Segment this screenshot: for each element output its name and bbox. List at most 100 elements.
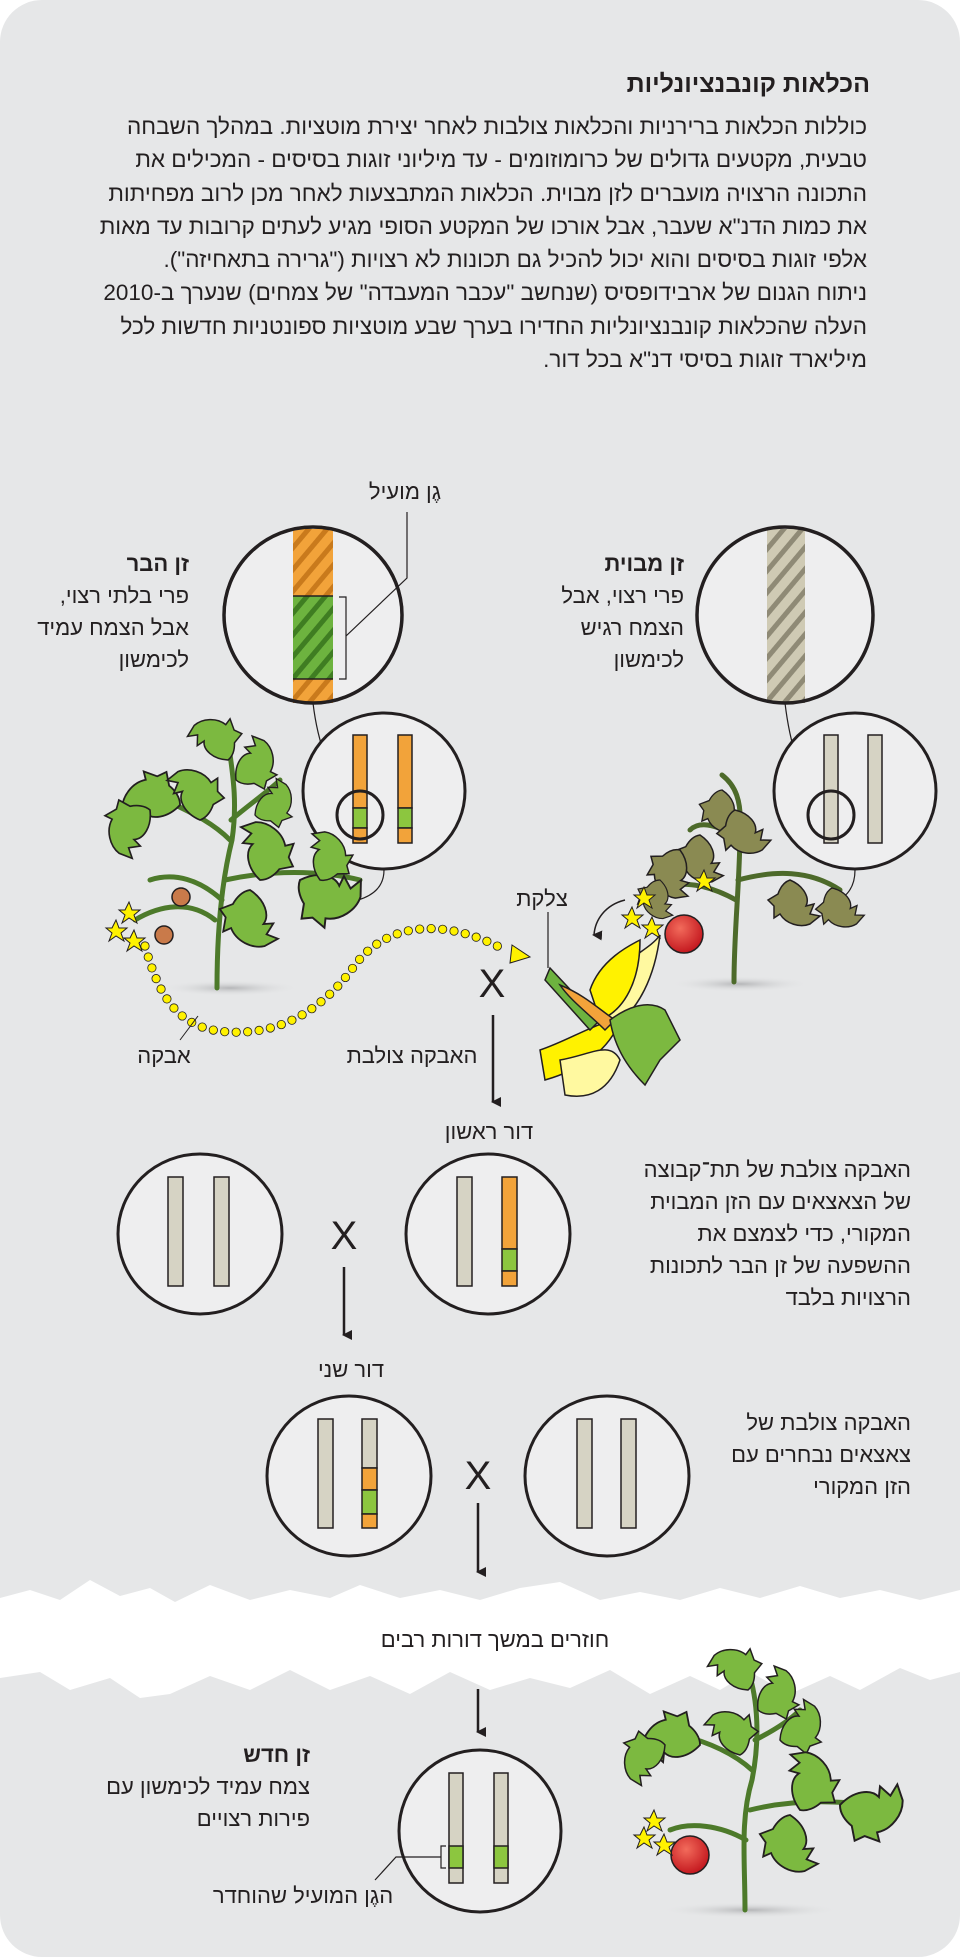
pollen-dot: [197, 1022, 207, 1032]
domestic-chromosome-circle: [772, 711, 938, 871]
pollen-dot: [438, 924, 448, 934]
note-line: הרצויות בלבד: [785, 1285, 911, 1310]
intro-paragraph: כוללות הכלאות ברירניות והכלאות צולבות לא…: [80, 110, 867, 376]
pollen-dot: [372, 939, 382, 949]
domestic-variety-caption: זן מבוית פרי רצוי, אבל הצמח רגיש לכימשון: [561, 548, 684, 676]
pollen-dot: [265, 1023, 275, 1033]
gen2-hybrid-circle: [265, 1394, 433, 1558]
repeat-generations-label: חוזרים במשך דורות רבים: [380, 1627, 610, 1652]
pollen-dot: [460, 929, 470, 939]
note-line: צאצאים נבחרים עם: [731, 1442, 911, 1467]
beneficial-gene-bracket: [339, 512, 408, 680]
note-line: האבקה צולבת של תת־קבוצה: [643, 1157, 911, 1182]
pollen-dot: [347, 963, 358, 974]
pollen-arrowhead-icon: [509, 944, 532, 964]
pollen-dot: [492, 941, 502, 951]
domestic-variety-line: לכימשון: [613, 647, 684, 672]
pollen-dot: [340, 972, 351, 983]
note-line: של הצאצאים עם הזן המבוית: [650, 1189, 911, 1214]
pollen-dot: [231, 1027, 241, 1037]
intro-line: ניתוח הגנום של ארבידופסיס (שנחשב "עכבר ה…: [103, 280, 867, 306]
pollen-dot: [151, 974, 161, 984]
pollen-dot: [169, 1003, 179, 1013]
pollen-dot: [147, 963, 157, 973]
pollen-dot: [220, 1027, 230, 1037]
pollen-dot: [333, 981, 343, 991]
tomato-flower: [539, 934, 681, 1097]
wild-variety-line: לכימשון: [118, 647, 189, 672]
pollen-dot: [403, 926, 413, 936]
domestic-variety-line: הצמח רגיש: [580, 615, 684, 640]
gen2-domestic-circle: [523, 1394, 691, 1558]
new-variety-line: צמח עמיד לכימשון עם: [106, 1774, 310, 1799]
introduced-gene-label: הגֶן המועיל שהוחדר: [212, 1883, 394, 1908]
pollen-dot: [325, 989, 335, 999]
pollen-dot: [382, 933, 392, 943]
domestic-variety-line: פרי רצוי, אבל: [561, 583, 684, 608]
gen1-hybrid-circle: [404, 1152, 572, 1316]
intro-line: אלפי זוגות בסיסים והוא יכול להכיל גם תכו…: [163, 247, 867, 273]
gen1-domestic-circle: [116, 1152, 284, 1316]
stigma-label: צלקת: [516, 886, 568, 911]
arrows: [342, 1015, 501, 1737]
pollen-dot: [354, 954, 365, 964]
new-variety-tomato-plant: [613, 1638, 910, 1918]
pollen-dot: [243, 1027, 253, 1037]
pollen-dot: [297, 1010, 307, 1020]
cross-symbol: X: [478, 962, 506, 1006]
wild-dna-zoom-circle: [222, 525, 404, 705]
pollen-pointer-line: [179, 1015, 199, 1041]
pollen-dot: [177, 1011, 187, 1021]
domestic-tomato-plant: [592, 772, 867, 992]
pollen-label: אבקה: [137, 1043, 191, 1068]
domestic-dna-zoom-circle: [695, 525, 875, 705]
note-line: ההשפעה של זן הבר לתכונות: [649, 1253, 911, 1278]
note-line: האבקה צולבת של: [746, 1410, 911, 1435]
first-generation-note: האבקה צולבת של תת־קבוצה של הצאצאים עם הז…: [644, 1154, 911, 1314]
pollen-dot: [187, 1017, 197, 1027]
first-generation-label: דור ראשון: [444, 1119, 534, 1144]
pollen-dot: [287, 1015, 297, 1025]
beneficial-gene-label: גֶן מועיל: [368, 479, 442, 504]
pollen-dot: [162, 994, 172, 1004]
intro-line: מיליארד זוגות בסיסי דנ"א בכל דור.: [543, 347, 867, 373]
wild-variety-caption: זן הבר פרי בלתי רצוי, אבל הצמח עמיד לכימ…: [37, 548, 189, 676]
pollen-dot: [415, 924, 425, 934]
new-variety-line: פירות רצויים: [196, 1806, 310, 1831]
pollen-dot: [471, 932, 481, 942]
new-variety-title: זן חדש: [243, 1742, 310, 1767]
curved-arrow-icon: [592, 899, 626, 941]
intro-line: טבעית, מקטעים גדולים של כרומוזומים - עד …: [135, 147, 867, 173]
note-line: הזן המקורי: [813, 1474, 911, 1499]
pollen-dot: [482, 936, 492, 946]
intro-line: התכונה הרצויה מועברים לזן מבוית. הכלאות …: [108, 180, 867, 206]
page-title: הכלאות קונבנציונליות: [626, 70, 870, 98]
new-variety-circle: [374, 1748, 563, 1914]
wild-tomato-plant: [93, 708, 372, 996]
intro-line: כוללות הכלאות ברירניות והכלאות צולבות לא…: [127, 114, 867, 139]
pollen-dot: [449, 926, 459, 936]
pollen-dot: [254, 1025, 264, 1035]
intro-line: את כמות הדנ"א שעבר, אבל אורכו של המקטע ה…: [99, 213, 867, 239]
pollen-dot: [426, 924, 436, 934]
pollen-dot: [143, 952, 153, 962]
second-generation-note: האבקה צולבת של צאצאים נבחרים עם הזן המקו…: [731, 1407, 911, 1503]
second-generation-label: דור שני: [317, 1357, 385, 1382]
wild-variety-line: אבל הצמח עמיד: [37, 615, 189, 640]
cross-pollination-label: האבקה צולבת: [346, 1043, 478, 1068]
new-variety-caption: זן חדש צמח עמיד לכימשון עם פירות רצויים: [106, 1739, 310, 1835]
note-line: המקורי, כדי לצמצם את: [697, 1221, 911, 1246]
cross-symbol: X: [330, 1214, 358, 1258]
pollen-dot: [392, 929, 402, 939]
pollen-dot: [156, 984, 166, 994]
pollen-dot: [140, 941, 150, 951]
wild-variety-title: זן הבר: [126, 551, 189, 576]
domestic-variety-title: זן מבוית: [604, 551, 684, 576]
wild-chromosome-circle: [301, 711, 467, 871]
pollen-dot: [316, 997, 326, 1007]
cross-symbol: X: [464, 1454, 492, 1498]
pollen-dot: [307, 1004, 317, 1014]
wild-variety-line: פרי בלתי רצוי,: [59, 583, 189, 608]
